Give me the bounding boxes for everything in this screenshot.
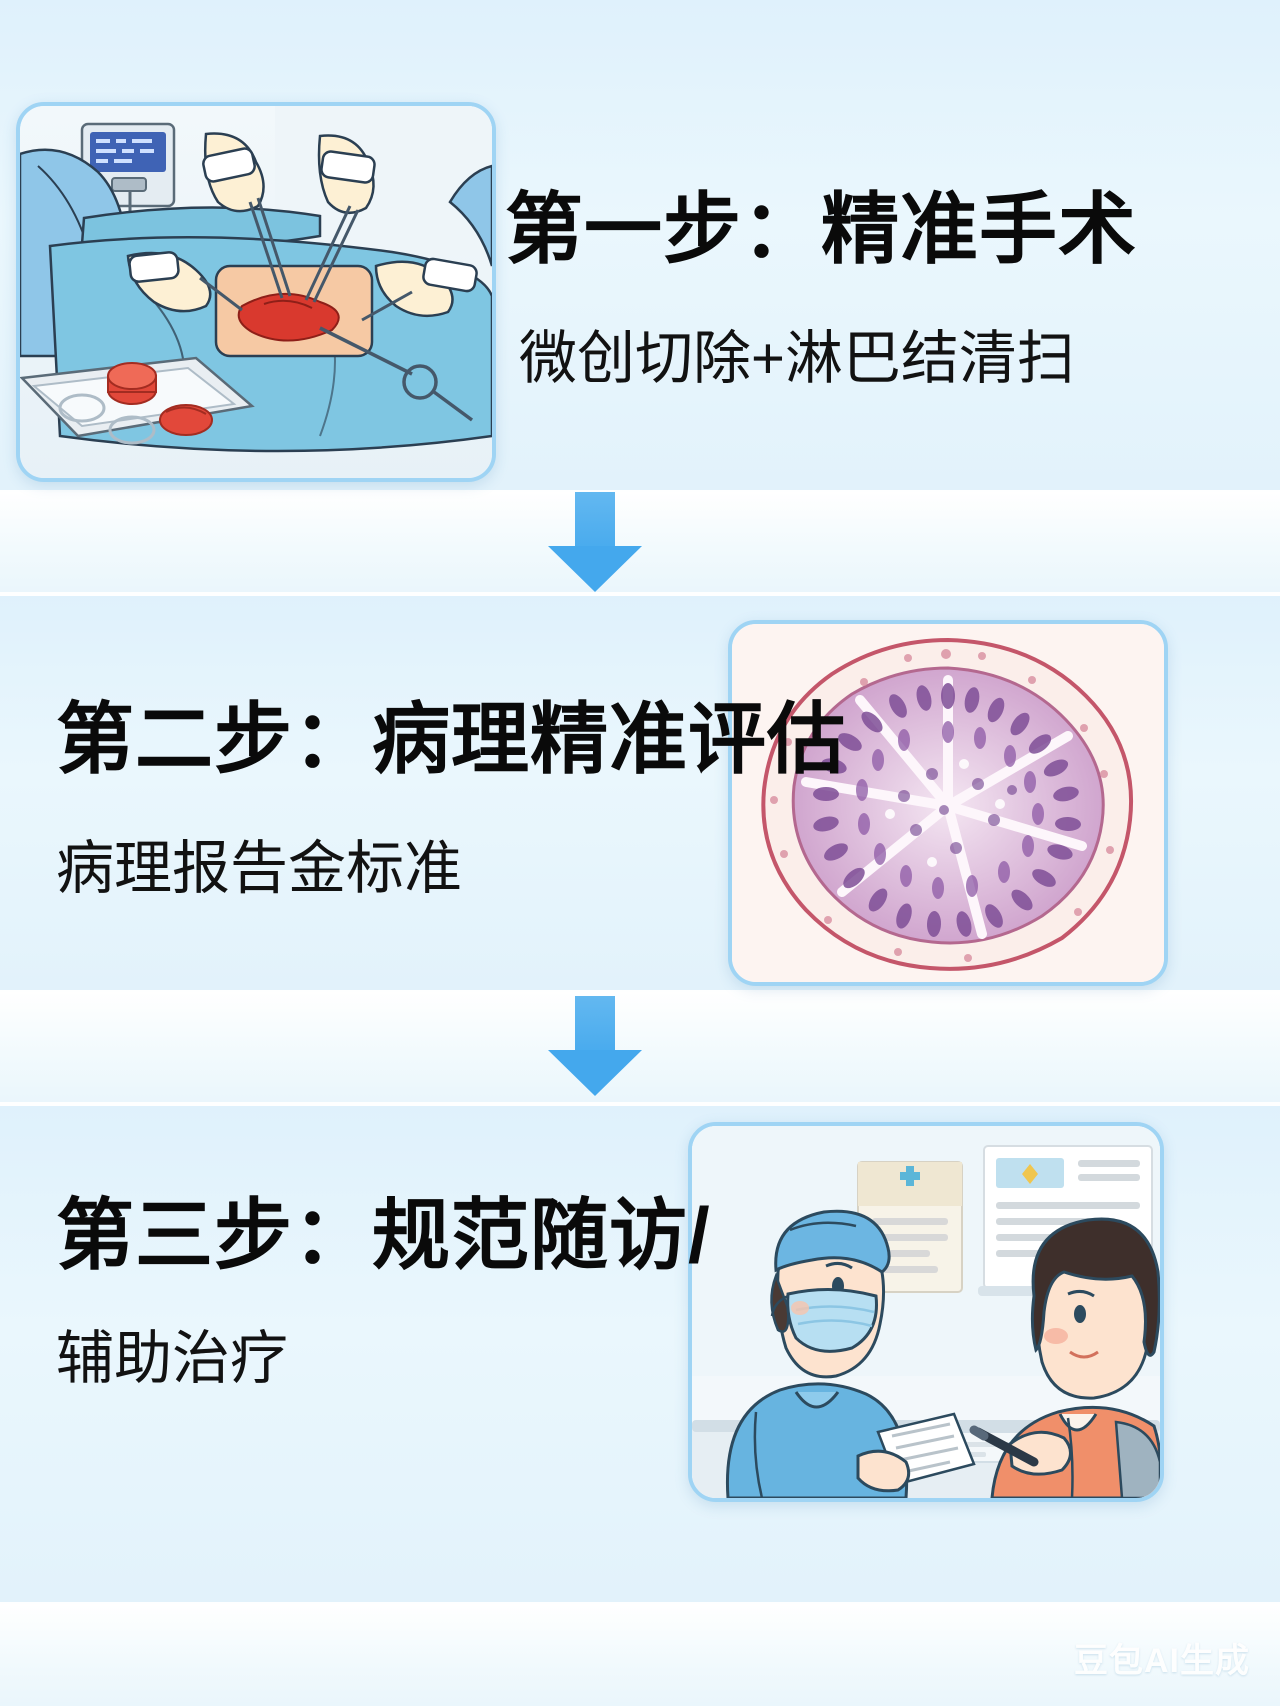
divider-rule-5 — [0, 1602, 1280, 1606]
arrow-shaft — [575, 492, 615, 548]
doctor-patient-consultation-illustration — [688, 1122, 1164, 1502]
band-gap-3 — [0, 1604, 1280, 1706]
flow-arrow-step2-to-step3 — [548, 996, 642, 1096]
divider-rule-3 — [0, 990, 1280, 994]
surgery-operating-room-illustration — [16, 102, 496, 482]
flow-arrow-step1-to-step2 — [548, 492, 642, 592]
divider-rule-4 — [0, 1102, 1280, 1106]
divider-rule-1 — [0, 490, 1280, 494]
step-2-subtitle: 病理报告金标准 — [56, 836, 463, 901]
step-3-title: 第三步：规范随访/ — [56, 1191, 711, 1279]
step-3-subtitle: 辅助治疗 — [56, 1326, 289, 1391]
watermark-label: 豆包AI生成 — [1074, 1642, 1250, 1680]
pathology-histology-slide-illustration — [728, 620, 1168, 986]
arrow-shaft — [575, 996, 615, 1052]
divider-rule-2 — [0, 592, 1280, 596]
arrow-head-icon — [548, 1050, 642, 1096]
arrow-head-icon — [548, 546, 642, 592]
step-2-title: 第二步：病理精准评估 — [56, 695, 847, 783]
step-1-title: 第一步：精准手术 — [505, 185, 1138, 273]
step-1-subtitle: 微创切除+淋巴结清扫 — [519, 326, 1075, 391]
